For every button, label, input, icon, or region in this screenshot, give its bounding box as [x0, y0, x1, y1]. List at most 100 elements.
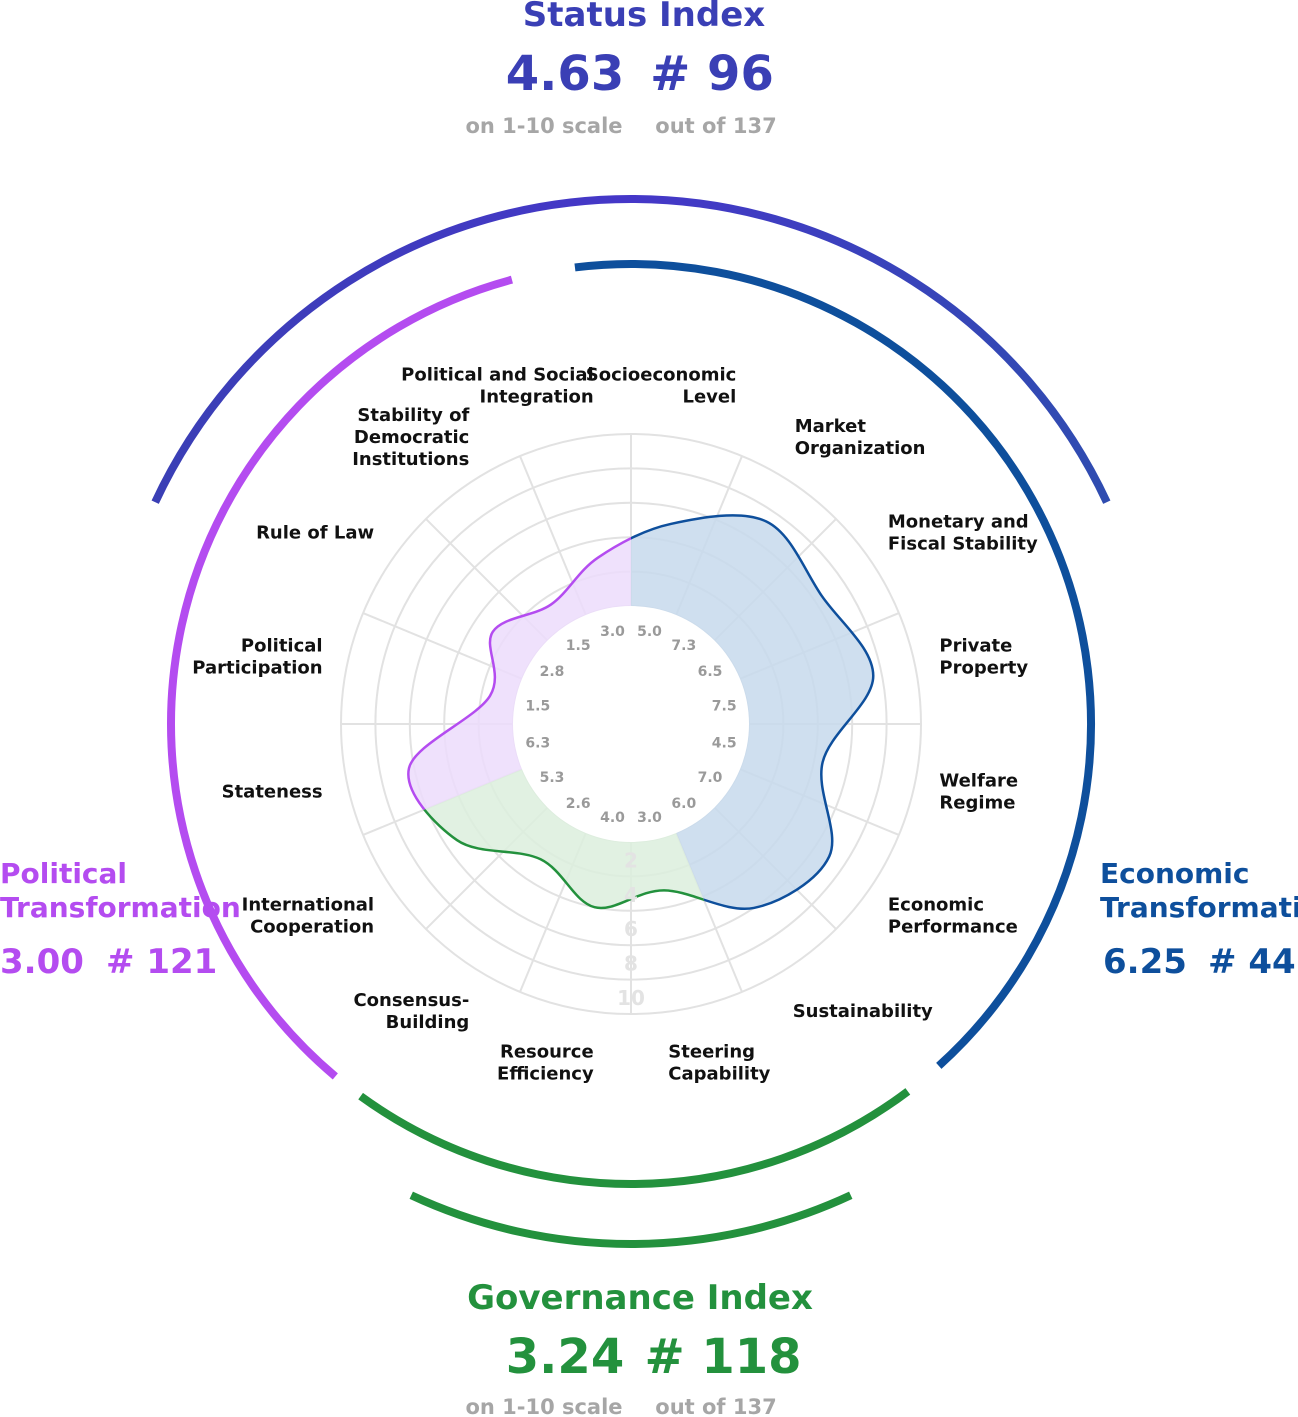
criterion-label-line: Resource [500, 1041, 594, 1062]
criterion-label-line: Cooperation [250, 917, 374, 938]
political-title-line1: Political [0, 857, 127, 890]
economic-transformation-arc [574, 260, 1095, 1069]
criterion-label-line: International [242, 895, 374, 916]
economic-score: 6.25 [1103, 942, 1187, 982]
governance-index-score: 3.24 [506, 1329, 624, 1385]
criterion-label-line: Monetary and [888, 511, 1029, 532]
governance-outline [407, 724, 861, 911]
criterion-label-line: Welfare [939, 770, 1018, 791]
criterion-value-label: 2.6 [566, 796, 591, 812]
status-index-score-note: on 1-10 scale [465, 114, 622, 138]
index-arcs [151, 195, 1111, 1248]
status-index-arc [151, 195, 1111, 504]
status-index-rank: # 96 [650, 46, 774, 102]
criterion-label-line: Level [683, 387, 737, 408]
status-index-score: 4.63 [506, 46, 624, 102]
governance-index-rank: # 118 [644, 1329, 801, 1385]
criterion-label-line: Stateness [222, 781, 323, 802]
criterion-label-line: Regime [939, 792, 1015, 813]
criterion-value-label: 5.3 [540, 770, 565, 786]
criterion-value-label: 1.5 [566, 638, 591, 654]
criterion-label-line: Steering [668, 1041, 755, 1062]
criteria-labels: SocioeconomicLevelMarketOrganizationMone… [192, 365, 1038, 1085]
criterion-label-line: Socioeconomic [586, 365, 737, 386]
criterion-label: Consensus-Building [353, 990, 469, 1033]
criterion-value-label: 2.8 [540, 664, 565, 680]
political-transformation-block: Political Transformation 3.00 # 121 [0, 857, 241, 982]
economic-title-line2: Transformation [1100, 891, 1298, 924]
criterion-label-line: Organization [795, 438, 926, 459]
political-score: 3.00 [0, 942, 84, 982]
political-rank: # 121 [106, 942, 217, 982]
criterion-label-line: Sustainability [793, 1001, 933, 1022]
criterion-label: Stateness [222, 781, 323, 802]
criterion-value-label: 7.3 [671, 638, 696, 654]
criterion-label: Rule of Law [256, 522, 374, 543]
criterion-label-line: Participation [192, 658, 322, 679]
political-transformation-arc [167, 275, 513, 1080]
governance-index-title: Governance Index [467, 1278, 813, 1318]
economic-rank: # 44 [1208, 942, 1296, 982]
criterion-label-line: Rule of Law [256, 522, 374, 543]
ring-tick-label: 10 [617, 986, 645, 1010]
criterion-value-label: 1.5 [525, 699, 550, 715]
criterion-label-line: Property [939, 658, 1028, 679]
criterion-label-line: Stability of [357, 405, 469, 426]
criterion-label-line: Fiscal Stability [888, 533, 1038, 554]
status-index-block: Status Index 4.63 # 96 on 1-10 scale out… [465, 0, 776, 138]
criterion-label-line: Market [795, 416, 867, 437]
political-title-line2: Transformation [0, 891, 241, 924]
criterion-label-line: Political and Social [401, 365, 594, 386]
governance-index-arc [409, 1191, 853, 1248]
ring-tick-label: 8 [624, 952, 638, 976]
ring-tick-label: 2 [624, 848, 638, 872]
criterion-value-label: 6.5 [698, 664, 723, 680]
criterion-value-label: 6.3 [525, 736, 550, 752]
governance-index-block: Governance Index 3.24 # 118 on 1-10 scal… [465, 1278, 813, 1417]
criterion-value-label: 5.0 [637, 624, 662, 640]
criterion-label: Sustainability [793, 1001, 933, 1022]
criterion-value-label: 4.0 [600, 810, 625, 826]
criterion-label-line: Economic [888, 895, 984, 916]
status-index-rank-note: out of 137 [655, 114, 776, 138]
economic-outline [631, 514, 875, 911]
criterion-label-line: Building [386, 1012, 470, 1033]
criterion-value-label: 3.0 [600, 624, 625, 640]
criterion-label-line: Private [939, 636, 1012, 657]
criterion-label-line: Institutions [352, 449, 469, 470]
status-index-title: Status Index [523, 0, 765, 35]
criterion-value-label: 4.5 [712, 736, 737, 752]
center-disk [513, 606, 749, 842]
criterion-value-label: 7.0 [698, 770, 723, 786]
criterion-label-line: Capability [668, 1063, 770, 1084]
criterion-label-line: Democratic [354, 427, 469, 448]
criterion-label-line: Consensus- [353, 990, 469, 1011]
governance-index-score-note: on 1-10 scale [465, 1395, 622, 1417]
economic-transformation-block: Economic Transformation 6.25 # 44 [1100, 857, 1298, 982]
economic-title-line1: Economic [1100, 857, 1250, 890]
criteria-value-labels: 5.07.36.57.54.57.06.03.04.02.65.36.31.52… [525, 624, 736, 826]
criterion-label-line: Political [241, 636, 323, 657]
criterion-value-label: 3.0 [637, 810, 662, 826]
ring-tick-label: 4 [624, 883, 638, 907]
criterion-label-line: Integration [480, 387, 594, 408]
criterion-value-label: 6.0 [671, 796, 696, 812]
criterion-label-line: Efficiency [497, 1063, 594, 1084]
governance-ring-arc [358, 1088, 911, 1188]
governance-index-rank-note: out of 137 [655, 1395, 776, 1417]
criterion-label-line: Performance [888, 917, 1018, 938]
